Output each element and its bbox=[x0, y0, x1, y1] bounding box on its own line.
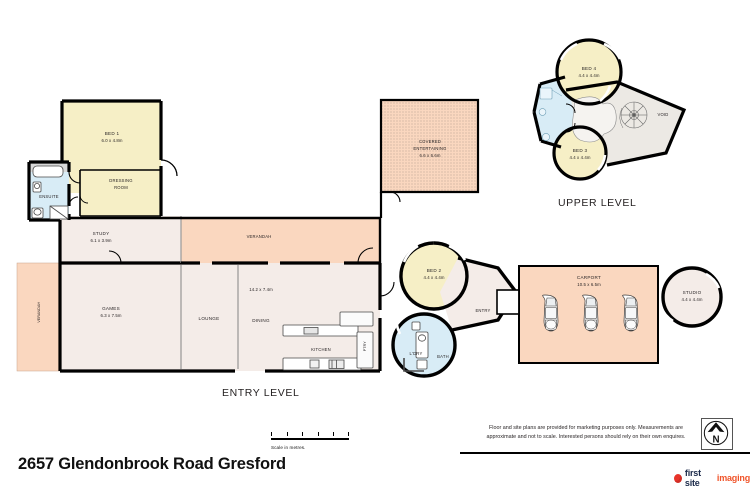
spiral-stair bbox=[619, 101, 648, 129]
entry-level-title: ENTRY LEVEL bbox=[222, 387, 300, 399]
brand-dot-icon bbox=[674, 473, 682, 483]
brand-name-primary: first site bbox=[684, 468, 701, 488]
scale-caption: Scale in metres. bbox=[271, 444, 306, 450]
openings bbox=[395, 244, 721, 335]
disclaimer: Floor and site plans are provided for ma… bbox=[462, 424, 710, 443]
brand-name-secondary: imaging bbox=[716, 473, 750, 483]
disclaimer-line-1: Floor and site plans are provided for ma… bbox=[488, 425, 684, 431]
carport-link bbox=[496, 289, 520, 315]
scale-bar: Scale in metres. bbox=[271, 432, 349, 450]
scale-rule bbox=[271, 438, 349, 441]
brand-logo: first site imaging bbox=[674, 468, 750, 488]
fixtures bbox=[31, 165, 429, 372]
footer-divider bbox=[460, 452, 750, 454]
upper-level-drawing bbox=[532, 38, 687, 181]
scale-bar-graphic bbox=[271, 432, 349, 443]
north-arrow-icon: N bbox=[703, 420, 729, 445]
entry-level-walls bbox=[27, 98, 659, 373]
page-title: 2657 Glendonbrook Road Gresford bbox=[18, 455, 286, 473]
disclaimer-line-2: approximate and not to scale. Interested… bbox=[486, 434, 686, 441]
upper-level-title: UPPER LEVEL bbox=[558, 197, 637, 209]
door-swings bbox=[68, 159, 401, 297]
north-arrow: N bbox=[701, 418, 733, 450]
scale-ticks bbox=[271, 432, 349, 438]
north-letter: N bbox=[712, 434, 719, 445]
